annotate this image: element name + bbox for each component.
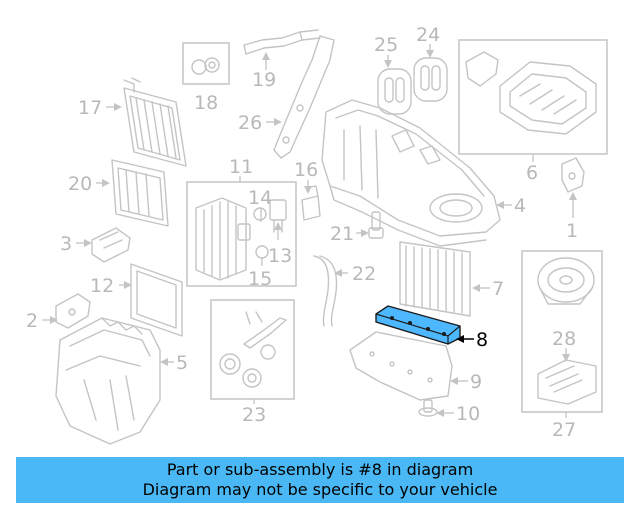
label-27: 27: [552, 419, 576, 441]
label-23: 23: [242, 404, 266, 426]
label-3: 3: [60, 233, 72, 255]
part-14-oring: [253, 207, 267, 221]
part-15-oring: [255, 245, 269, 259]
label-16: 16: [294, 159, 318, 181]
label-13: 13: [268, 245, 292, 267]
label-18: 18: [194, 92, 218, 114]
parts-diagram: 1 2 3 4 5 6 7 8 9 10 11 12 13 14 15 16 1…: [26, 24, 608, 445]
label-20: 20: [68, 173, 92, 195]
part-6-upper-housing: [465, 51, 597, 135]
label-14: 14: [248, 187, 272, 209]
label-12: 12: [90, 275, 114, 297]
label-21: 21: [330, 223, 354, 245]
part-20-evaporator: [111, 159, 169, 227]
part-24-seal: [413, 57, 448, 102]
leader-lines: [42, 44, 577, 418]
part-9-seal: [349, 331, 453, 401]
info-banner: Part or sub-assembly is #8 in diagram Di…: [16, 457, 624, 503]
label-9: 9: [470, 371, 482, 393]
part-23-linkage: [219, 311, 287, 388]
part-17-heater-core: [123, 77, 187, 167]
part-7-cabin-filter: [399, 241, 471, 317]
part-18-clips: [191, 57, 220, 75]
part-19-hoses: [243, 29, 321, 55]
group-box-27: [521, 250, 603, 413]
label-17: 17: [78, 97, 102, 119]
label-19: 19: [252, 69, 276, 91]
group-box-11: [186, 181, 297, 287]
part-28-blower-motor: [537, 257, 595, 305]
label-8[interactable]: 8: [476, 329, 488, 351]
part-22-hose: [313, 255, 338, 327]
label-25: 25: [374, 34, 398, 56]
label-11: 11: [229, 156, 253, 178]
part-27-resistor: [537, 359, 597, 405]
label-6: 6: [526, 162, 538, 184]
part-12-frame: [130, 263, 183, 337]
group-box-23: [210, 299, 295, 400]
label-28: 28: [552, 328, 576, 350]
part-3-module: [91, 227, 131, 263]
part-11-core: [195, 197, 251, 281]
part-26-bracket: [273, 35, 335, 159]
label-1: 1: [566, 220, 578, 242]
label-2: 2: [26, 310, 38, 332]
part-5-housing: [55, 317, 161, 445]
banner-line-1: Part or sub-assembly is #8 in diagram: [166, 460, 474, 479]
part-2-bracket: [55, 293, 91, 329]
label-10: 10: [456, 403, 480, 425]
callout-labels: 1 2 3 4 5 6 7 8 9 10 11 12 13 14 15 16 1…: [26, 24, 578, 441]
label-22: 22: [352, 263, 376, 285]
label-26: 26: [238, 112, 262, 134]
part-25-seal: [377, 68, 412, 115]
part-1-actuator: [561, 157, 585, 193]
label-7: 7: [492, 278, 504, 300]
label-15: 15: [248, 268, 272, 290]
label-24: 24: [416, 24, 440, 46]
banner-line-2: Diagram may not be specific to your vehi…: [142, 480, 498, 499]
part-10-grommet: [418, 399, 438, 417]
part-16-clip: [301, 185, 321, 221]
label-4: 4: [514, 195, 526, 217]
label-5: 5: [176, 352, 188, 374]
group-box-6: [458, 39, 608, 155]
group-box-18: [182, 42, 230, 85]
